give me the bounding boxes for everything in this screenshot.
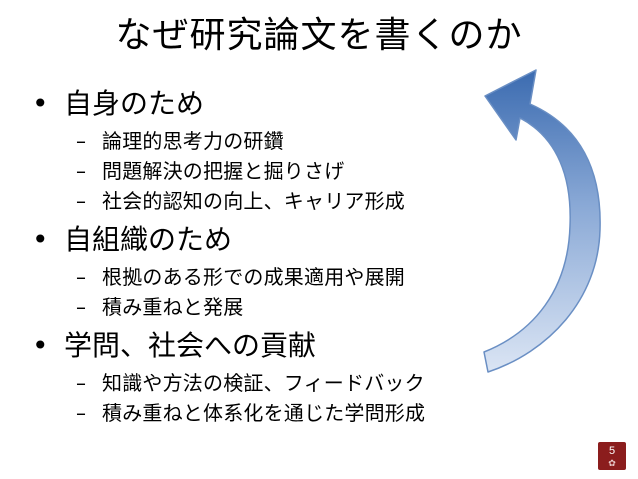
bullet-organization: • 自組織のため –根拠のある形での成果適用や展開 –積み重ねと発展: [30, 220, 550, 322]
sub-list: –論理的思考力の研鑽 –問題解決の把握と掘りさげ –社会的認知の向上、キャリア形…: [64, 126, 550, 216]
bullet-dot: •: [32, 223, 49, 256]
bullet-dot: •: [32, 87, 49, 120]
sub-item: –問題解決の把握と掘りさげ: [64, 156, 550, 186]
page-number-badge: 5 ✿: [598, 442, 626, 470]
sub-list: –根拠のある形での成果適用や展開 –積み重ねと発展: [64, 262, 550, 322]
slide-title: なぜ研究論文を書くのか: [115, 15, 523, 56]
arrow-body: [483, 69, 601, 373]
sub-item: –論理的思考力の研鑽: [64, 126, 550, 156]
dash-icon: –: [76, 401, 87, 425]
dash-icon: –: [76, 265, 87, 289]
dash-icon: –: [76, 189, 87, 213]
dash-icon: –: [76, 159, 87, 183]
sub-item-text: 問題解決の把握と掘りさげ: [102, 159, 345, 183]
bullet-dot: •: [32, 329, 49, 362]
bullet-contribution: • 学問、社会への貢献 –知識や方法の検証、フィードバック –積み重ねと体系化を…: [30, 326, 550, 428]
sub-item: –社会的認知の向上、キャリア形成: [64, 186, 550, 216]
sub-item: –積み重ねと体系化を通じた学問形成: [64, 398, 550, 428]
dash-icon: –: [76, 295, 87, 319]
sub-item: –積み重ねと発展: [64, 292, 550, 322]
university-seal-icon: ✿: [608, 458, 616, 468]
sub-item-text: 論理的思考力の研鑽: [102, 129, 284, 153]
dash-icon: –: [76, 371, 87, 395]
bullet-label: 自身のため: [64, 87, 205, 120]
sub-item-text: 根拠のある形での成果適用や展開: [102, 265, 405, 289]
sub-item-text: 社会的認知の向上、キャリア形成: [102, 189, 405, 213]
dash-icon: –: [76, 129, 87, 153]
bullet-label: 学問、社会への貢献: [64, 329, 317, 362]
bullet-self: • 自身のため –論理的思考力の研鑽 –問題解決の把握と掘りさげ –社会的認知の…: [30, 84, 550, 216]
sub-item-text: 積み重ねと体系化を通じた学問形成: [102, 401, 426, 425]
sub-item: –根拠のある形での成果適用や展開: [64, 262, 550, 292]
sub-list: –知識や方法の検証、フィードバック –積み重ねと体系化を通じた学問形成: [64, 368, 550, 428]
sub-item-text: 積み重ねと発展: [102, 295, 244, 319]
bullet-label: 自組織のため: [64, 223, 233, 256]
sub-item: –知識や方法の検証、フィードバック: [64, 368, 550, 398]
sub-item-text: 知識や方法の検証、フィードバック: [102, 371, 425, 395]
bullet-list: • 自身のため –論理的思考力の研鑽 –問題解決の把握と掘りさげ –社会的認知の…: [30, 84, 550, 432]
page-number: 5: [608, 445, 616, 457]
